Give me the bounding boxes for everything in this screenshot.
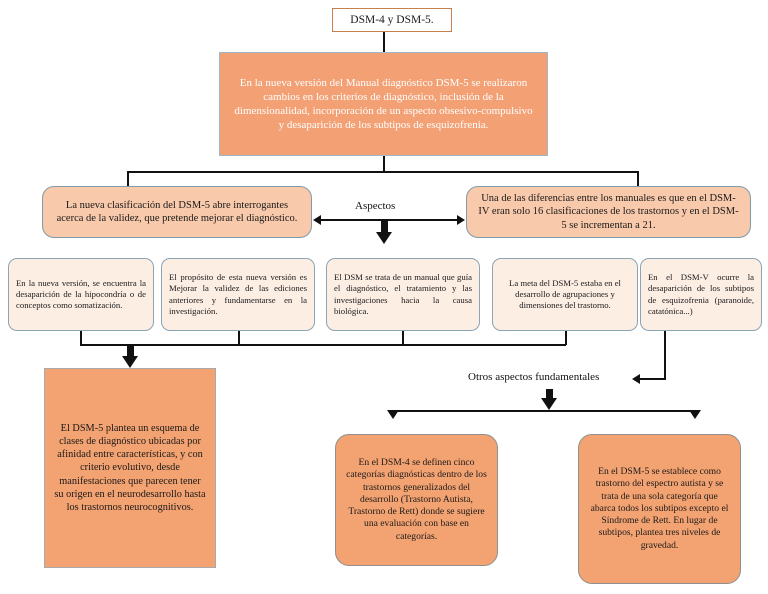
node-validez: La nueva clasificación del DSM-5 abre in… bbox=[42, 186, 312, 238]
node-clasificaciones: Una de las diferencias entre los manuale… bbox=[466, 186, 751, 238]
connector-hero-stem bbox=[383, 156, 386, 172]
arrowhead-aspectos-down bbox=[376, 232, 392, 244]
node-esquizofrenia: En el DSM-V ocurre la desaparición de lo… bbox=[640, 258, 762, 331]
connector-bracket-right-drop bbox=[637, 171, 640, 186]
node-proposito-label: El propósito de esta nueva versión es Me… bbox=[169, 272, 307, 316]
node-meta-dsm5: La meta del DSM-5 estaba en el desarroll… bbox=[492, 258, 638, 331]
node-dsm5-espectro-label: En el DSM-5 se establece como trastorno … bbox=[590, 466, 729, 551]
node-manual-guia: El DSM se trata de un manual que guía el… bbox=[326, 258, 480, 331]
connector-bracket-horizontal bbox=[127, 171, 639, 174]
connector-bus-down-stem bbox=[127, 344, 134, 358]
node-dsm4-categorias: En el DSM-4 se definen cinco categorías … bbox=[335, 434, 498, 566]
connector-stub-proposito bbox=[238, 331, 241, 345]
connector-otros-down-stem bbox=[546, 389, 553, 400]
node-meta-dsm5-label: La meta del DSM-5 estaba en el desarroll… bbox=[509, 277, 621, 311]
node-hipocondria-label: En la nueva versión, se encuentra la des… bbox=[16, 277, 146, 311]
node-dsm4-categorias-label: En el DSM-4 se definen cinco categorías … bbox=[346, 457, 487, 542]
connector-bus-row-three bbox=[80, 344, 566, 347]
node-dsm5-espectro: En el DSM-5 se establece como trastorno … bbox=[578, 434, 741, 584]
node-hero-statement: En la nueva versión del Manual diagnósti… bbox=[219, 52, 548, 156]
connector-esquizofrenia-elbow-vertical bbox=[664, 331, 667, 379]
node-esquema-clases-label: El DSM-5 plantea un esquema de clases de… bbox=[54, 422, 206, 513]
connector-stub-manual-guia bbox=[402, 331, 405, 345]
connector-stub-hipocondria bbox=[80, 331, 83, 345]
arrowhead-bottom-right bbox=[689, 410, 701, 419]
node-validez-label: La nueva clasificación del DSM-5 abre in… bbox=[56, 199, 298, 224]
arrowhead-bottom-left bbox=[387, 410, 399, 419]
node-hipocondria: En la nueva versión, se encuentra la des… bbox=[8, 258, 154, 331]
connector-stub-meta-dsm5 bbox=[565, 331, 568, 345]
node-title-dsm: DSM-4 y DSM-5. bbox=[332, 8, 452, 32]
node-esquema-clases: El DSM-5 plantea un esquema de clases de… bbox=[44, 368, 216, 568]
label-aspectos: Aspectos bbox=[355, 200, 396, 212]
connector-title-to-hero bbox=[383, 32, 386, 52]
connector-bottom-split-bus bbox=[393, 410, 696, 413]
label-otros-aspectos: Otros aspectos fundamentales bbox=[468, 371, 600, 383]
node-clasificaciones-label: Una de las diferencias entre los manuale… bbox=[478, 192, 739, 231]
arrowhead-aspectos-right bbox=[457, 215, 465, 225]
arrowhead-bus-down bbox=[122, 356, 138, 368]
arrowhead-otros-down bbox=[541, 398, 557, 410]
connector-aspectos-double-arrow bbox=[321, 219, 457, 222]
node-proposito: El propósito de esta nueva versión es Me… bbox=[161, 258, 315, 331]
connector-esquizofrenia-elbow-horizontal bbox=[640, 378, 666, 381]
connector-aspectos-down-stem bbox=[381, 221, 388, 234]
arrowhead-aspectos-left bbox=[313, 215, 321, 225]
node-hero-statement-label: En la nueva versión del Manual diagnósti… bbox=[234, 76, 533, 132]
node-esquizofrenia-label: En el DSM-V ocurre la desaparición de lo… bbox=[648, 272, 754, 316]
node-manual-guia-label: El DSM se trata de un manual que guía el… bbox=[334, 272, 472, 316]
connector-bracket-left-drop bbox=[127, 171, 130, 186]
node-title-dsm-label: DSM-4 y DSM-5. bbox=[350, 13, 434, 26]
arrowhead-otros-aspectos bbox=[632, 374, 640, 384]
